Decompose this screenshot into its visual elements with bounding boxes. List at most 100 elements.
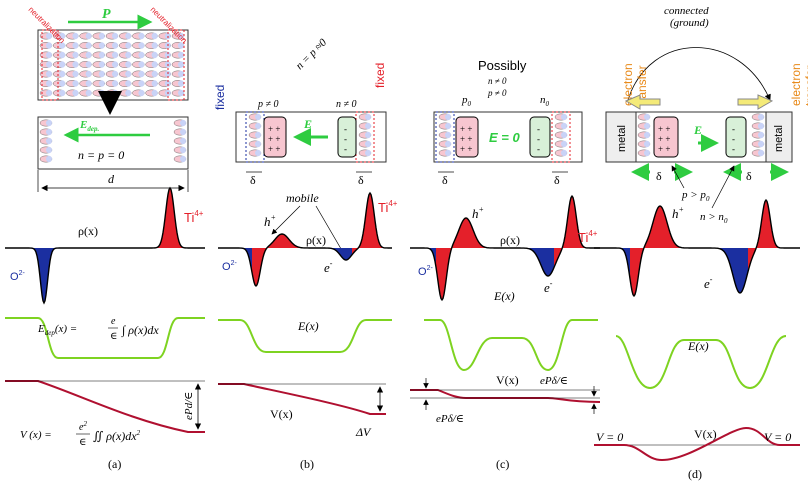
potential-curve-d <box>594 426 800 462</box>
rho-label-b: ρ(x) <box>306 233 326 247</box>
edge-dipoles-d <box>637 113 765 157</box>
positive-charge-lobe <box>352 193 388 255</box>
rho-curve-d <box>594 198 800 298</box>
double-integral: ∬ ρ(x)dx2 <box>93 429 141 443</box>
v-formula: V (x) = <box>20 429 52 441</box>
frac-eps: ∈ <box>110 331 117 342</box>
svg-text:+ +: + + <box>268 144 280 154</box>
rho-curve-b <box>218 191 392 287</box>
et-right-1: electron <box>789 63 803 106</box>
h-label-d: h+ <box>672 205 684 221</box>
svg-text:Edep.: Edep. <box>79 119 99 133</box>
h-label-b: h+ <box>264 213 276 229</box>
caption-d: (d) <box>688 467 702 481</box>
v-label-b: V(x) <box>270 407 293 421</box>
efield-curve-c <box>424 319 598 372</box>
edge-dipoles-c <box>438 113 568 157</box>
caption-b: (b) <box>300 457 314 471</box>
svg-text:-: - <box>732 124 735 134</box>
possibly-label: Possibly <box>478 58 527 73</box>
e-zero-label: E = 0 <box>489 130 520 145</box>
efield-label-d: E(x) <box>687 339 709 353</box>
potential-curve-b <box>218 383 386 415</box>
svg-text:-: - <box>537 144 540 154</box>
svg-text:+ +: + + <box>460 144 472 154</box>
fixed-right-b: fixed <box>373 63 387 88</box>
positive-charge-lobe <box>152 188 188 248</box>
svg-text:-: - <box>344 144 347 154</box>
metal-left-label: metal <box>616 125 628 152</box>
npz-label-b: n = p ≈0 <box>294 36 330 72</box>
o-label-a: O2- <box>10 270 25 283</box>
caption-c: (c) <box>496 457 509 471</box>
connection-wire <box>627 47 771 101</box>
hole-layer-d <box>653 116 679 158</box>
et-right-2: transfer <box>803 65 808 106</box>
d-label: d <box>108 172 115 186</box>
n0-label: n0 <box>540 94 550 108</box>
v-label-c: V(x) <box>496 373 519 387</box>
svg-text:-: - <box>732 134 735 144</box>
svg-text:-: - <box>344 124 347 134</box>
et-left-1: electron <box>621 63 635 106</box>
positive-charge-lobe <box>630 206 690 296</box>
rho-curve-c <box>410 194 600 302</box>
p-neq-b: p ≠ 0 <box>257 99 279 110</box>
v0-left: V = 0 <box>596 430 623 444</box>
n-neq-c: n ≠ 0 <box>488 76 507 86</box>
rho-label-a: ρ(x) <box>78 224 98 238</box>
svg-text:+ +: + + <box>268 124 280 134</box>
e-label-d: E <box>693 123 702 137</box>
frac-e: e <box>111 316 116 327</box>
p-gt-label: p > p0 <box>681 189 710 203</box>
delta-left-b: δ <box>250 173 256 187</box>
electron-layer-b <box>337 116 357 158</box>
negative-charge-lobe <box>29 248 59 303</box>
frac-e2: e2 <box>79 420 87 433</box>
potential-curve-a <box>5 380 205 433</box>
rho-label-c: ρ(x) <box>500 233 520 247</box>
polarization-label: P <box>102 7 111 22</box>
e-minus-c: e- <box>544 279 553 295</box>
crystal-depolarized <box>37 116 189 170</box>
electron-layer-d <box>725 116 747 158</box>
o-label-c: O2- <box>418 265 433 278</box>
ePdelta-bottom: ePδ/∈ <box>436 413 464 425</box>
delta-left-c: δ <box>442 173 448 187</box>
electron-transfer-arrow-right <box>737 94 774 110</box>
panel-a: neutralization neutralization P Edep. n … <box>5 5 205 471</box>
connected-label: connected <box>664 5 709 17</box>
e-minus-d: e- <box>704 275 713 291</box>
panel-d: connected (ground) electron transfer ele… <box>594 5 808 481</box>
negative-charge-lobe <box>322 193 370 260</box>
dipole-grid <box>39 32 185 97</box>
metal-right-label: metal <box>773 125 785 152</box>
n-gt-label: n > n0 <box>700 211 728 225</box>
frac-eps2: ∈ <box>79 437 86 448</box>
metal-left <box>605 111 637 163</box>
delta-right-d: δ <box>746 169 752 183</box>
ti-label-c: Ti4+ <box>578 229 598 245</box>
v0-right: V = 0 <box>764 430 791 444</box>
ePdelta-top: ePδ/∈ <box>540 375 568 387</box>
neutral-zone-left <box>41 29 59 101</box>
caption-a: (a) <box>108 457 121 471</box>
positive-charge-lobe <box>436 218 496 300</box>
n-neq-b: n ≠ 0 <box>336 99 357 110</box>
electron-layer-c <box>529 116 551 158</box>
h-label-c: h+ <box>472 205 484 221</box>
metal-right <box>765 111 793 163</box>
e-label-b: E <box>303 117 312 131</box>
svg-text:-: - <box>537 134 540 144</box>
edge-dipoles-b <box>248 113 372 157</box>
hole-layer-b <box>263 116 287 158</box>
edep-formula: Edep(x) = <box>37 323 77 337</box>
hole-layer-c <box>455 116 479 158</box>
positive-charge-lobe <box>554 196 590 268</box>
npz-label-a: n = p = 0 <box>78 148 124 162</box>
neutral-zone-right <box>167 29 185 101</box>
potential-curve-c <box>410 389 601 403</box>
rho-curve-a <box>5 186 205 305</box>
edge-dipoles-a <box>39 119 187 163</box>
